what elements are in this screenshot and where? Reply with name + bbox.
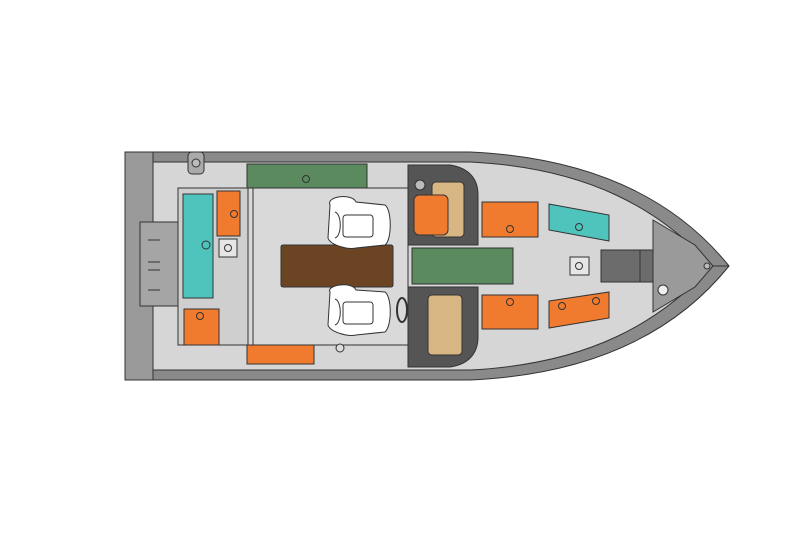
bow-storage-starboard [481,294,539,330]
livewell [182,193,214,299]
seat-bottom[interactable] [327,284,391,336]
steering-wheel-icon[interactable] [396,297,408,323]
seat-top[interactable] [327,196,391,249]
bow-storage-port [481,201,539,238]
dinette-table [280,244,394,288]
motor-well [139,221,179,307]
rear-storage-corner [183,308,220,346]
center-storage-green [411,247,514,285]
console-starboard [396,286,479,368]
rear-storage-small [216,190,241,237]
bow-livewell [548,203,610,242]
bow-storage-angled [548,291,610,329]
anchor-locker [600,249,654,283]
bow-drain-plate [569,256,590,276]
console-port [407,164,479,246]
drain-plate [218,238,238,258]
side-storage-orange [246,344,315,365]
